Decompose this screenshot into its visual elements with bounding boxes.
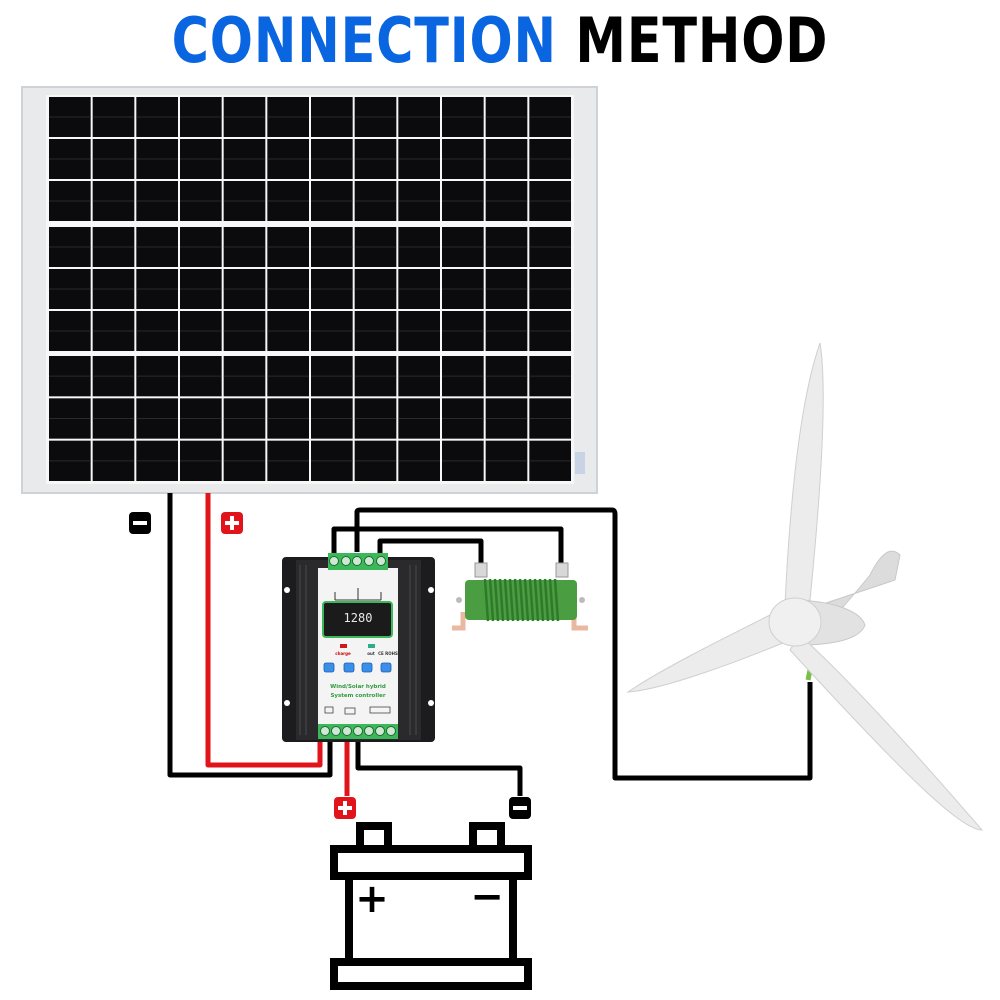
controller-label-line2: System controller	[330, 693, 385, 699]
controller-label-line1: Wind/Solar hybrid	[330, 684, 386, 690]
cert-label: CE ROHS	[378, 651, 398, 656]
title-part-connection: CONNECTION	[171, 4, 557, 77]
lcd-value: 1280	[344, 611, 373, 625]
page-title: CONNECTION METHOD	[90, 4, 910, 77]
title-part-method: METHOD	[575, 4, 829, 77]
panel-negative-badge	[129, 512, 151, 534]
terminal-icons	[324, 706, 391, 715]
out-led	[368, 644, 375, 648]
terminal-screw	[329, 556, 339, 566]
terminal-screw	[353, 726, 363, 736]
turbine-blade-left	[626, 609, 791, 693]
terminal-screw	[375, 726, 385, 736]
battery-negative-symbol: −	[470, 874, 504, 920]
charge-controller: 1280 charge out CE ROHS Wind/Solar hybri…	[282, 553, 435, 742]
wind-turbine	[626, 342, 984, 831]
controller-button-up[interactable]	[343, 662, 355, 673]
terminal-screw	[364, 726, 374, 736]
turbine-symbol-icon	[334, 588, 382, 601]
lcd-display	[322, 601, 393, 638]
battery-negative-wire	[355, 740, 523, 796]
panel-negative-wire	[167, 493, 333, 778]
terminal-screw	[352, 556, 362, 566]
turbine-hub	[768, 597, 822, 647]
out-label: out	[367, 651, 375, 656]
controller-button-down[interactable]	[361, 662, 373, 673]
terminal-screw	[320, 726, 330, 736]
battery-positive-symbol: +	[355, 876, 389, 922]
turbine-blade-right	[789, 634, 984, 831]
charge-label: charge	[335, 651, 351, 656]
terminal-screw	[386, 726, 396, 736]
turbine-blade-top	[784, 342, 824, 606]
charge-led	[340, 644, 347, 648]
dump-load-resistor	[452, 562, 588, 631]
resistor-wire-left	[377, 538, 484, 568]
battery	[330, 822, 532, 990]
solar-panel	[21, 86, 598, 494]
turbine-wire	[354, 507, 813, 781]
panel-positive-badge	[221, 512, 243, 534]
panel-positive-wire	[205, 493, 323, 768]
resistor-wire-right	[331, 526, 564, 568]
terminal-screw	[341, 556, 351, 566]
battery-positive-badge	[334, 797, 356, 819]
terminal-screw	[342, 726, 352, 736]
terminal-screw	[376, 556, 386, 566]
battery-negative-badge	[509, 797, 531, 819]
terminal-screw	[331, 726, 341, 736]
terminal-screw	[364, 556, 374, 566]
controller-button-1[interactable]	[323, 662, 335, 673]
controller-button-4[interactable]	[380, 662, 392, 673]
